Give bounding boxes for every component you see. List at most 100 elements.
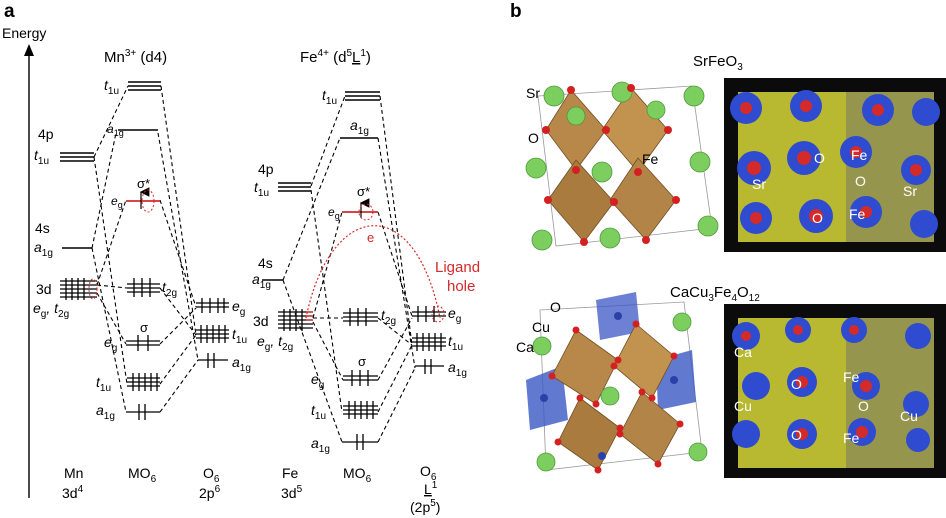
energy-level-diagram: a Energy Mn3+ (d4) 4p t1u 4s a1g 3d eg, … — [2, 1, 480, 515]
o-atom — [627, 84, 635, 92]
o-atom — [648, 394, 656, 402]
cacufeo-cu-label: Cu — [532, 319, 550, 335]
mn-4p-label: 4p — [38, 126, 54, 142]
o-atom — [672, 196, 680, 204]
fe-mo-eg-level — [343, 370, 378, 386]
fe-4p-level — [278, 182, 311, 192]
fe-o6-eg-hole — [431, 305, 445, 323]
mn-3d-symmetry: eg, t2g — [33, 300, 69, 320]
srfeo3-density-o3: O — [812, 210, 823, 226]
sr-atom — [689, 151, 711, 173]
fe-title: Fe4+ (d5L1) — [300, 48, 371, 66]
fe-4s-symmetry: a1g — [252, 271, 271, 291]
cacufeo-density-ca: Ca — [734, 344, 752, 360]
o-atom — [616, 430, 624, 438]
fe-o6-a1g-label: a1g — [448, 359, 467, 379]
cu-atom — [614, 312, 622, 320]
fe-bottom-metal-conf: 3d5 — [281, 484, 303, 501]
o-atom — [634, 168, 642, 176]
o-atom — [616, 424, 624, 432]
fe-4p-symmetry: t1u — [254, 179, 269, 199]
o-atom — [642, 236, 650, 244]
fe-mo-t2g-level — [343, 308, 378, 326]
fe-3d-symmetry: eg, t2g — [257, 333, 293, 353]
fe-o6-t1u-label: t1u — [448, 333, 463, 353]
srfeo3-title: SrFeO3 — [693, 53, 743, 73]
mn-4p-symmetry: t1u — [34, 147, 49, 167]
sr-atom — [531, 229, 553, 251]
ligand-hole-label-1: Ligand — [435, 259, 480, 276]
cacufeo-density — [724, 304, 946, 478]
cu-atom — [540, 394, 548, 402]
mn-dashed-connectors — [91, 85, 199, 413]
fe-bottom-o-ligand: L1 — [424, 480, 438, 497]
ligand-hole-label-2: hole — [447, 278, 475, 295]
o-atom — [610, 362, 618, 370]
fe-mo-sigma-label: σ — [358, 354, 366, 369]
mn-mo-eg-label: eg — [104, 334, 117, 354]
cacufeo-density-fe2: Fe — [843, 430, 860, 446]
sr-atom — [543, 85, 565, 107]
mn-o6-t1u-level — [196, 325, 229, 343]
fe-o6-a1g-level — [415, 359, 444, 374]
fe-mo-t1u-level — [343, 401, 378, 419]
ca-atom — [688, 442, 708, 462]
fe-mo-t1u-top-level — [345, 91, 380, 101]
mn-bottom-metal-conf: 3d4 — [62, 484, 84, 501]
cacufeo-density-cu1: Cu — [734, 398, 752, 414]
srfeo3-fe-label: Fe — [642, 151, 659, 167]
energy-axis-label: Energy — [2, 25, 46, 41]
srfeo3-density-fe1: Fe — [851, 147, 868, 163]
srfeo3-structure — [525, 81, 719, 251]
mn-mo-t1u-level — [127, 373, 160, 391]
o-atom — [572, 166, 580, 174]
ca-atom — [532, 336, 552, 356]
fe-3d-label: 3d — [253, 313, 269, 329]
panel-b-label: b — [510, 1, 522, 22]
cacufeo-title: CaCu3Fe4O12 — [670, 284, 760, 304]
mn-3d-red-marker — [88, 278, 98, 300]
o-atom — [676, 420, 684, 428]
mn-o6-eg-level — [196, 298, 229, 313]
fe-dashed-connectors — [282, 95, 416, 443]
mn-mo-a1g-level — [126, 404, 160, 420]
cacufeo-density-fe1: Fe — [843, 369, 860, 385]
mn-bottom-mo6: MO6 — [128, 465, 157, 485]
mn-mo-t2g-level — [127, 278, 160, 297]
srfeo3-density-sr1: Sr — [752, 176, 766, 192]
mn-3d-level — [60, 278, 97, 300]
cacufeo-density-o1: O — [791, 376, 802, 392]
srfeo3-density-fe2: Fe — [849, 206, 866, 222]
fe-mo-t1u-label: t1u — [311, 402, 326, 422]
sr-atom — [646, 100, 666, 120]
mn-o6-a1g-label: a1g — [232, 354, 251, 374]
mn-mo-sigma-star-label: σ* — [137, 176, 150, 191]
fe-mo-sigma-star-label: σ* — [357, 184, 370, 199]
mn-mo-a1g-top-label: a1g — [107, 122, 124, 138]
srfeo3-density — [724, 78, 946, 252]
srfeo3-o-label: O — [528, 130, 539, 146]
cu-atom — [670, 376, 678, 384]
o-atom — [594, 466, 602, 474]
fe-mo-t2g-label: t2g — [381, 307, 396, 327]
mn-mo-t1u-top-label: t1u — [104, 77, 119, 97]
mn-4s-symmetry: a1g — [34, 239, 53, 259]
o-atom — [610, 198, 618, 206]
fe-bottom-o6: O6 — [420, 463, 437, 483]
fe-mo-eg-star-label: eg — [328, 205, 340, 221]
srfeo3-density-sr2: Sr — [903, 183, 917, 199]
cacufeo-density-cu2: Cu — [900, 408, 918, 424]
cacufeo-ca-label: Ca — [516, 339, 534, 355]
o-atom — [548, 372, 556, 380]
sr-atom — [525, 157, 547, 179]
o-atom — [567, 86, 575, 94]
sr-atom — [599, 227, 621, 249]
mn-mo-eg-star-orbital — [141, 189, 155, 213]
fe-octahedron — [557, 397, 621, 471]
o-atom — [602, 126, 610, 134]
sr-atom — [591, 161, 613, 183]
sr-atom — [611, 81, 633, 103]
ca-atom — [672, 312, 692, 332]
o-atom — [654, 460, 662, 468]
mn-4s-label: 4s — [35, 220, 50, 236]
